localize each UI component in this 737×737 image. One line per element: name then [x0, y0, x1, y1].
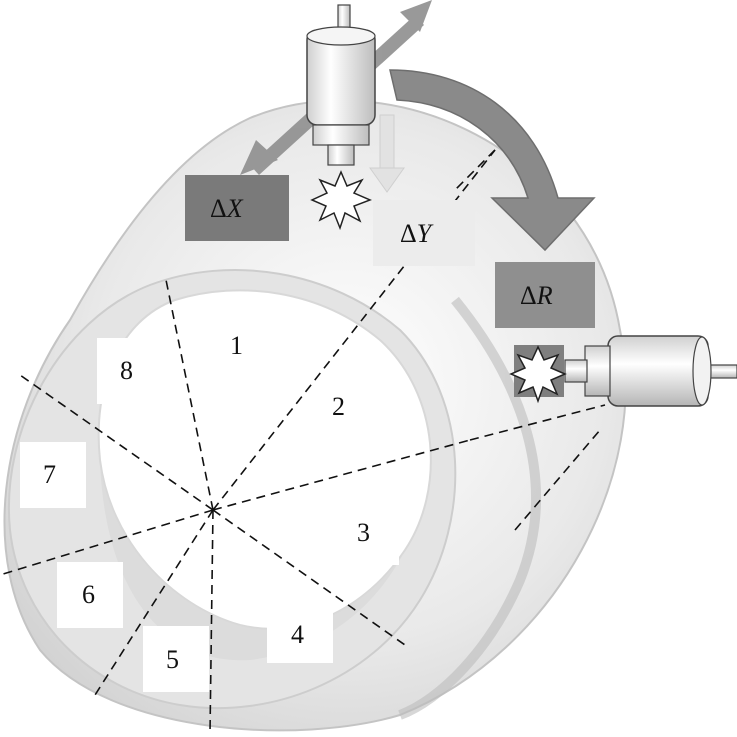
segment-line-1-8	[164, 274, 214, 511]
segment-label-1: 1	[230, 331, 243, 360]
dx-variable: X	[226, 194, 244, 223]
dr-label: ΔR	[520, 281, 553, 310]
top-motor-collar	[312, 124, 370, 146]
segment-label-4: 4	[291, 620, 304, 649]
spark-icon	[310, 170, 372, 231]
segment-lines	[0, 149, 606, 734]
dr-box: ΔR	[495, 262, 595, 328]
segment-box-5	[143, 626, 209, 692]
segment-box-6	[57, 562, 123, 628]
pipe-far-rim	[398, 296, 541, 720]
side-motor-tip	[564, 359, 588, 383]
dr-variable: R	[536, 281, 553, 310]
dy-variable: Y	[417, 219, 434, 248]
side-motor-cap	[692, 336, 712, 406]
segment-box-3	[333, 505, 399, 565]
segment-label-5: 5	[166, 645, 179, 674]
segment-box-7	[20, 442, 86, 508]
dy-arrow-shaft	[379, 114, 395, 171]
segment-line-bottom-ext	[514, 429, 601, 531]
dx-label: ΔX	[210, 194, 244, 223]
segment-box-4	[267, 603, 333, 663]
dr-box-bg	[495, 262, 595, 328]
side-motor-collar	[584, 345, 611, 397]
segment-label-7: 7	[43, 460, 56, 489]
segment-line-3-4	[212, 509, 406, 646]
dy-arrow-head	[369, 167, 405, 193]
dx-box: ΔX	[185, 175, 289, 241]
dx-arrow-head-lower	[240, 140, 278, 175]
segment-label-8: 8	[120, 356, 133, 385]
dy-arrow	[369, 114, 405, 193]
dr-delta-symbol: Δ	[520, 281, 537, 310]
top-motor-cap	[306, 26, 376, 46]
rotation-arrow	[389, 69, 596, 252]
segment-label-6: 6	[82, 580, 95, 609]
segment-line-top-ext	[454, 149, 496, 191]
segment-box-8	[97, 338, 163, 404]
segment-label-2: 2	[332, 392, 345, 421]
top-motor-tip	[327, 144, 355, 166]
segment-line-5-6	[94, 509, 214, 696]
segment-line-6-7	[0, 509, 214, 576]
dy-label: ΔY	[400, 219, 434, 248]
top-motor	[306, 4, 376, 231]
pipe-inner-wall-shadow	[100, 460, 405, 661]
dy-box-bg	[373, 200, 475, 266]
spark-icon	[509, 345, 567, 404]
segment-line-side-ext	[469, 404, 606, 441]
segment-label-3: 3	[357, 518, 370, 547]
curved-arrow-icon	[389, 69, 596, 252]
segment-line-7-8	[19, 374, 214, 511]
segment-labels: 1 2 3 4 5 6 7 8	[20, 331, 399, 692]
dx-arrow-head-upper	[400, 0, 432, 32]
dx-box-bg	[185, 175, 289, 241]
segment-line-4-5	[209, 509, 214, 734]
side-motor	[509, 335, 737, 407]
dy-box: ΔY	[373, 200, 475, 266]
dx-delta-symbol: Δ	[210, 194, 227, 223]
dy-delta-symbol: Δ	[400, 219, 417, 248]
